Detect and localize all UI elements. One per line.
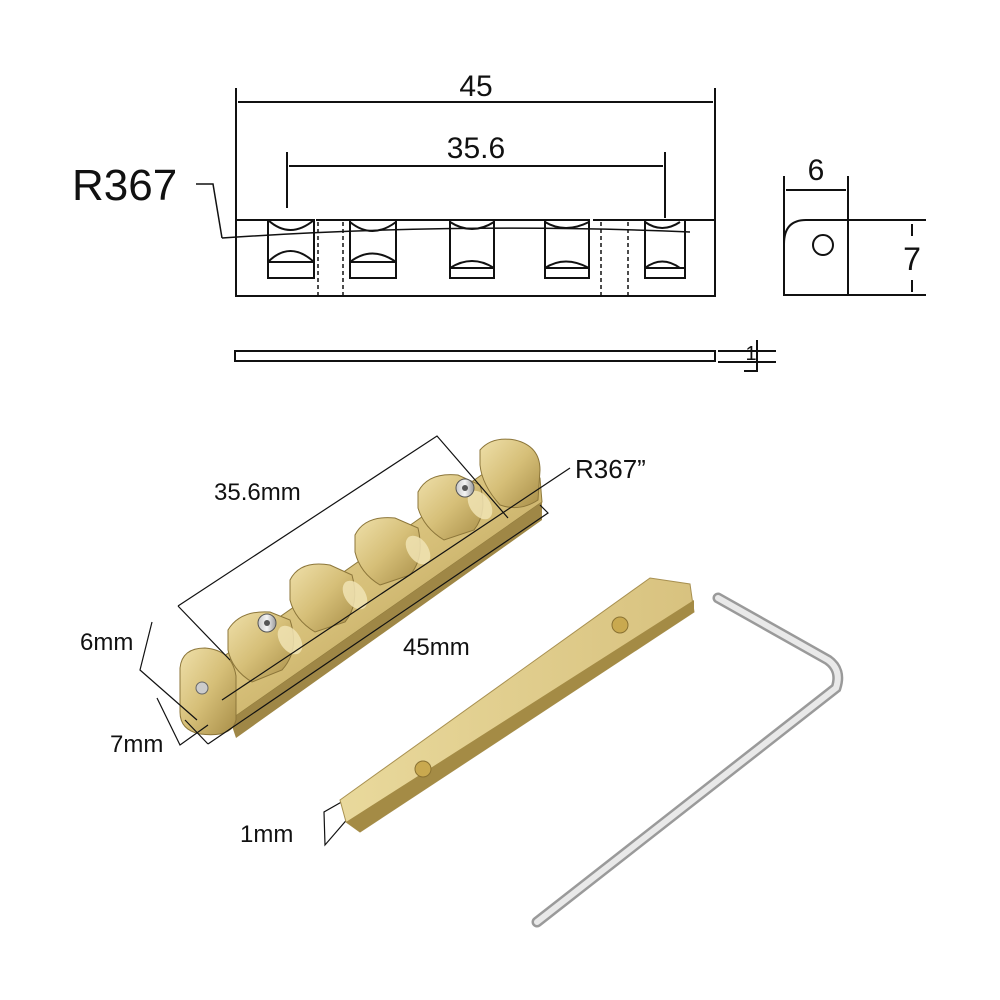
- dimension-45: 45: [459, 70, 492, 103]
- brass-nut-photo: [179, 438, 543, 738]
- label-6mm: 6mm: [80, 629, 133, 656]
- shim-view-drawing: [234, 340, 776, 372]
- label-1mm: 1mm: [240, 821, 293, 848]
- side-view-drawing: [783, 176, 926, 296]
- label-r367: R367”: [575, 454, 646, 484]
- dimension-7: 7: [903, 241, 921, 277]
- photo-dimension-lines: [139, 435, 571, 847]
- dimension-1: 1: [745, 343, 756, 365]
- radius-label: R367: [72, 161, 177, 210]
- dimension-6: 6: [808, 154, 825, 187]
- hex-key-photo: [531, 592, 844, 928]
- dimension-35-6: 35.6: [447, 132, 505, 165]
- label-35-6mm: 35.6mm: [214, 479, 301, 506]
- label-7mm: 7mm: [110, 731, 163, 758]
- front-view-drawing: [196, 88, 716, 297]
- label-45mm: 45mm: [403, 634, 470, 661]
- brass-shim-photo: [339, 577, 695, 833]
